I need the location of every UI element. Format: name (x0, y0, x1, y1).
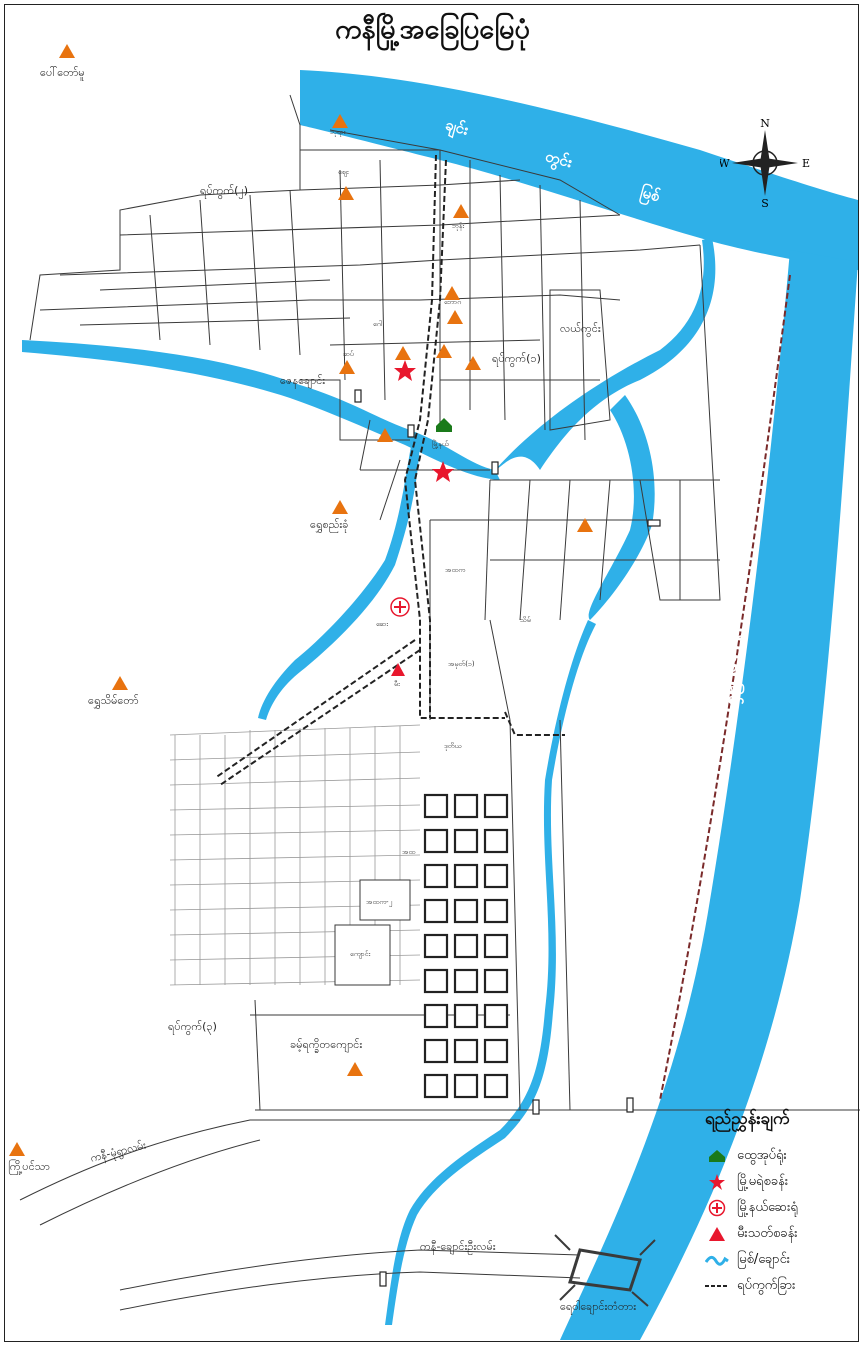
compass-s: S (761, 197, 769, 208)
legend-item-fire: မီးသတ်စခန်း (705, 1221, 855, 1247)
label-creek: ဇေနချောင်း (280, 374, 326, 387)
legend-item-boundary: ရပ်ကွက်ခြား (705, 1273, 855, 1299)
tiny-label: အထက-၂ (366, 898, 393, 906)
tiny-label: သိမ် (520, 616, 531, 624)
legend-item-river: မြစ်/ချောင်း (705, 1247, 855, 1273)
monastery-icon (705, 1147, 729, 1165)
tiny-label: မြို့နယ် (432, 440, 449, 448)
monastery-icon (436, 418, 452, 432)
tiny-label: အမှတ်(၁) (448, 660, 475, 668)
office-markers (394, 360, 454, 482)
legend-label: မီးသတ်စခန်း (737, 1225, 798, 1241)
tiny-label: ဈေး (338, 168, 349, 176)
creek-southwest (258, 440, 420, 720)
legend-label: မြို့နယ်ဆေးရုံ (737, 1199, 798, 1215)
label-creek-bridge: ရေဝါချောင်းတံတား (560, 1300, 636, 1313)
pagoda-icon (577, 518, 593, 532)
pagoda-icon (395, 346, 411, 360)
tiny-label: အထက (445, 566, 466, 574)
label-lal-kwin: လယ်ကွင်း (560, 322, 601, 335)
fire-station-icon (391, 663, 405, 676)
dashed-line-icon (705, 1277, 729, 1295)
chindwin-river-east (560, 250, 858, 1340)
tributary-east (588, 395, 655, 620)
pagoda-icon (447, 310, 463, 324)
river-icon (705, 1251, 729, 1269)
label-shwe-sit-taw: ရွှေသိမ်တော် (88, 694, 139, 707)
compass-n: N (760, 118, 770, 130)
star-icon (432, 461, 454, 482)
pagoda-icon (9, 1142, 25, 1156)
pagoda-icon (339, 360, 355, 374)
bold-blocks (423, 793, 509, 1099)
legend-title: ရည်ညွှန်းချက် (705, 1109, 790, 1129)
compass-rose-icon: N S E W (720, 118, 810, 208)
label-ward-1: ရပ်ကွက်(၁) (492, 352, 541, 365)
school-compound-2 (359, 879, 411, 921)
creek-west (22, 340, 500, 480)
pagoda-icon (112, 676, 128, 690)
tiny-label: ဘုန်း (452, 222, 465, 230)
legend-label: ထွေအုပ်ရုံး (737, 1147, 787, 1163)
hospital-icon (390, 597, 410, 617)
pagoda-icon (347, 1062, 363, 1076)
tiny-label: ဂေါ (373, 320, 383, 328)
compass-w: W (720, 157, 730, 170)
tiny-label: အထ (402, 848, 416, 856)
tiny-label: မီး (394, 680, 400, 688)
tiny-label: ဒုတိယ (444, 742, 462, 750)
pagoda-icon (338, 186, 354, 200)
tiny-label: ဆေး (376, 620, 389, 628)
pagoda-icon (465, 356, 481, 370)
bridges (354, 389, 661, 1287)
tiny-label: ကျောင်း (350, 950, 371, 958)
label-kani-yesagyo-road: ကနီ-ချောင်းဦးလမ်း (420, 1240, 496, 1253)
legend-label: မြစ်/ချောင်း (737, 1251, 791, 1267)
school-compound (334, 924, 391, 986)
label-ward-3: ရပ်ကွက်(၃) (168, 1020, 217, 1033)
pagoda-icon (453, 204, 469, 218)
legend-item-police: မြို့မရဲစခန်း (705, 1169, 855, 1195)
star-icon (394, 360, 416, 381)
pagoda-icon (59, 44, 75, 58)
pagoda-icon (444, 286, 460, 300)
creek-south (385, 620, 596, 1325)
label-monastery: ခမ့်ရက္ခိတကျောင်း (290, 1038, 363, 1051)
star-icon (705, 1173, 729, 1191)
label-kyi-pin-tha: ကြို့ပင်သာ (8, 1160, 50, 1173)
pagoda-icon (332, 500, 348, 514)
fire-station-icon (705, 1225, 729, 1243)
map-title: ကနီမြို့အခြေပြမြေပုံ (335, 14, 530, 45)
legend: ရည်ညွှန်းချက် ထွေအုပ်ရုံး မြို့မရဲစခန်း … (705, 1108, 855, 1299)
label-east-river: ချင်းတွင်း မြစ် (723, 620, 744, 705)
tiny-label: ဆပ် (343, 350, 354, 358)
legend-item-hospital: မြို့နယ်ဆေးရုံ (705, 1195, 855, 1221)
label-ward-2: ရပ်ကွက်(၂) (200, 184, 249, 197)
pagoda-icon (377, 428, 393, 442)
pagoda-icon (436, 344, 452, 358)
label-shwe-zee-gone: ရွှေစည်းခုံ (310, 518, 349, 531)
tiny-label: ဘုရား (330, 128, 346, 136)
tiny-label: ဘောဂ (444, 298, 462, 306)
pagoda-icon (332, 114, 348, 128)
hospital-icon (705, 1199, 729, 1217)
chindwin-river-north (300, 70, 858, 270)
legend-item-monastery: ထွေအုပ်ရုံး (705, 1143, 855, 1169)
label-pale-taw-htu: ပေါ်တော်မူ (40, 66, 85, 79)
ward-boundary-main-road (214, 154, 791, 1101)
pagoda-markers (9, 44, 593, 1156)
tributary-north (495, 238, 716, 470)
compass-e: E (802, 157, 810, 170)
legend-label: ရပ်ကွက်ခြား (737, 1277, 796, 1293)
legend-label: မြို့မရဲစခန်း (737, 1173, 789, 1189)
